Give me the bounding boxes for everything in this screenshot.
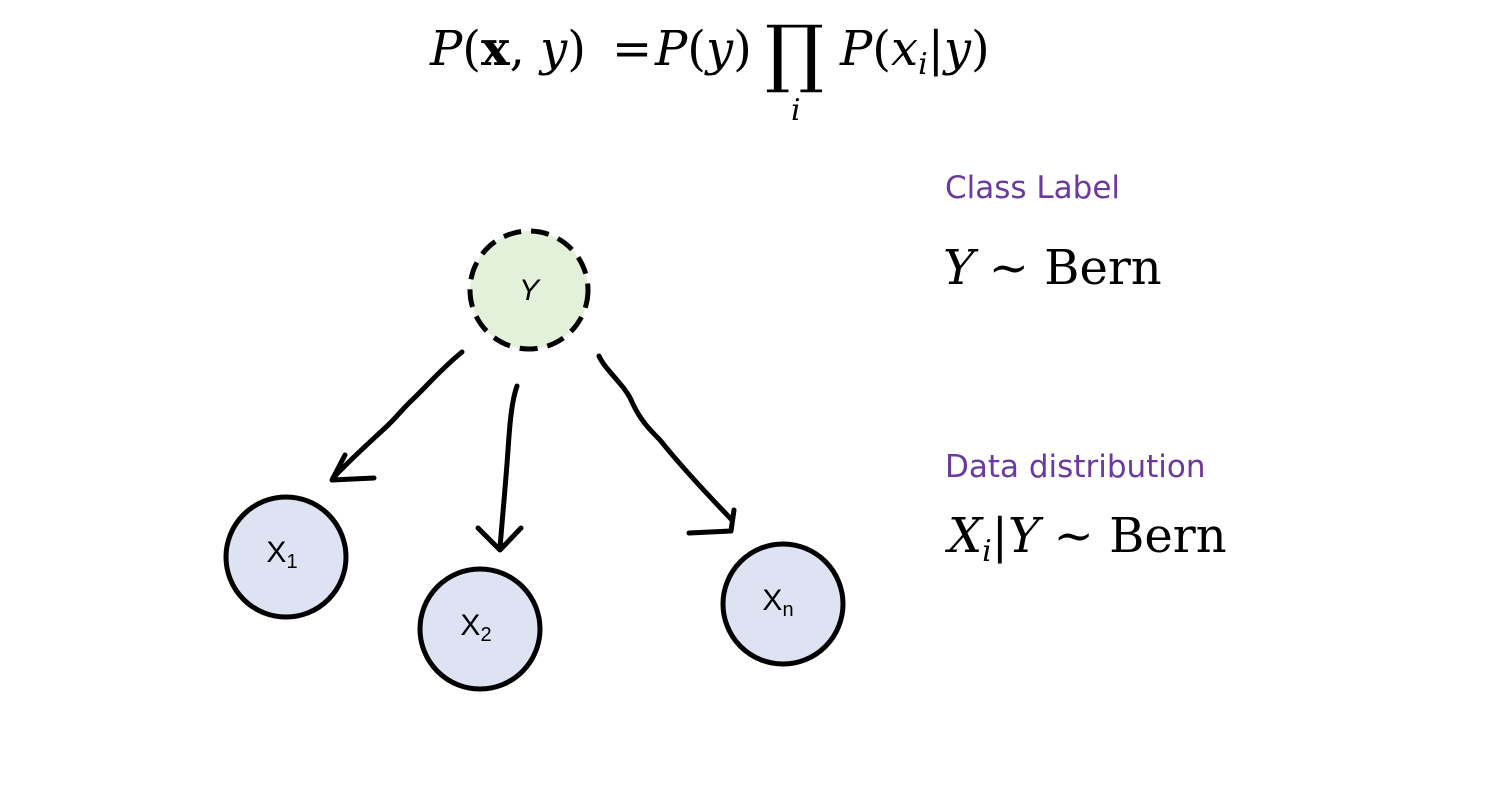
node-x1: X1: [223, 494, 349, 620]
joint-probability-equation: P(x, y) = P(y) ∏ i P(xi|y): [429, 10, 990, 128]
edge-y-to-xn: [596, 353, 737, 536]
node-x2: X2: [417, 566, 543, 692]
node-x1-label: X1: [266, 536, 297, 573]
equation-prior: P(y): [654, 21, 752, 77]
edge-y-to-x2: [475, 383, 524, 553]
product-index: i: [791, 93, 801, 128]
node-y: Y: [467, 228, 591, 352]
node-xn-circle: [720, 541, 846, 667]
equation-lhs: P(x, y): [429, 21, 586, 77]
data-distribution-annotation: Data distribution Xi|Y~ Bern: [944, 449, 1227, 569]
node-x2-label: X2: [460, 609, 491, 646]
equation-likelihood: P(xi|y): [839, 21, 990, 82]
class-label-formula: Y~ Bern: [943, 240, 1162, 296]
node-xn: Xn: [720, 541, 846, 667]
edges: [329, 349, 737, 553]
node-y-circle: [467, 228, 591, 352]
class-label-annotation: Class Label Y~ Bern: [943, 170, 1162, 296]
equals-sign: =: [612, 21, 652, 77]
node-xn-label: Xn: [762, 584, 793, 621]
data-distribution-heading: Data distribution: [945, 449, 1206, 485]
data-distribution-formula: Xi|Y~ Bern: [944, 508, 1227, 569]
node-y-label: Y: [519, 274, 541, 307]
edge-y-to-x1: [329, 349, 465, 483]
node-x2-circle: [417, 566, 543, 692]
class-label-heading: Class Label: [945, 170, 1120, 206]
product-symbol: ∏: [765, 10, 824, 96]
node-x1-circle: [223, 494, 349, 620]
